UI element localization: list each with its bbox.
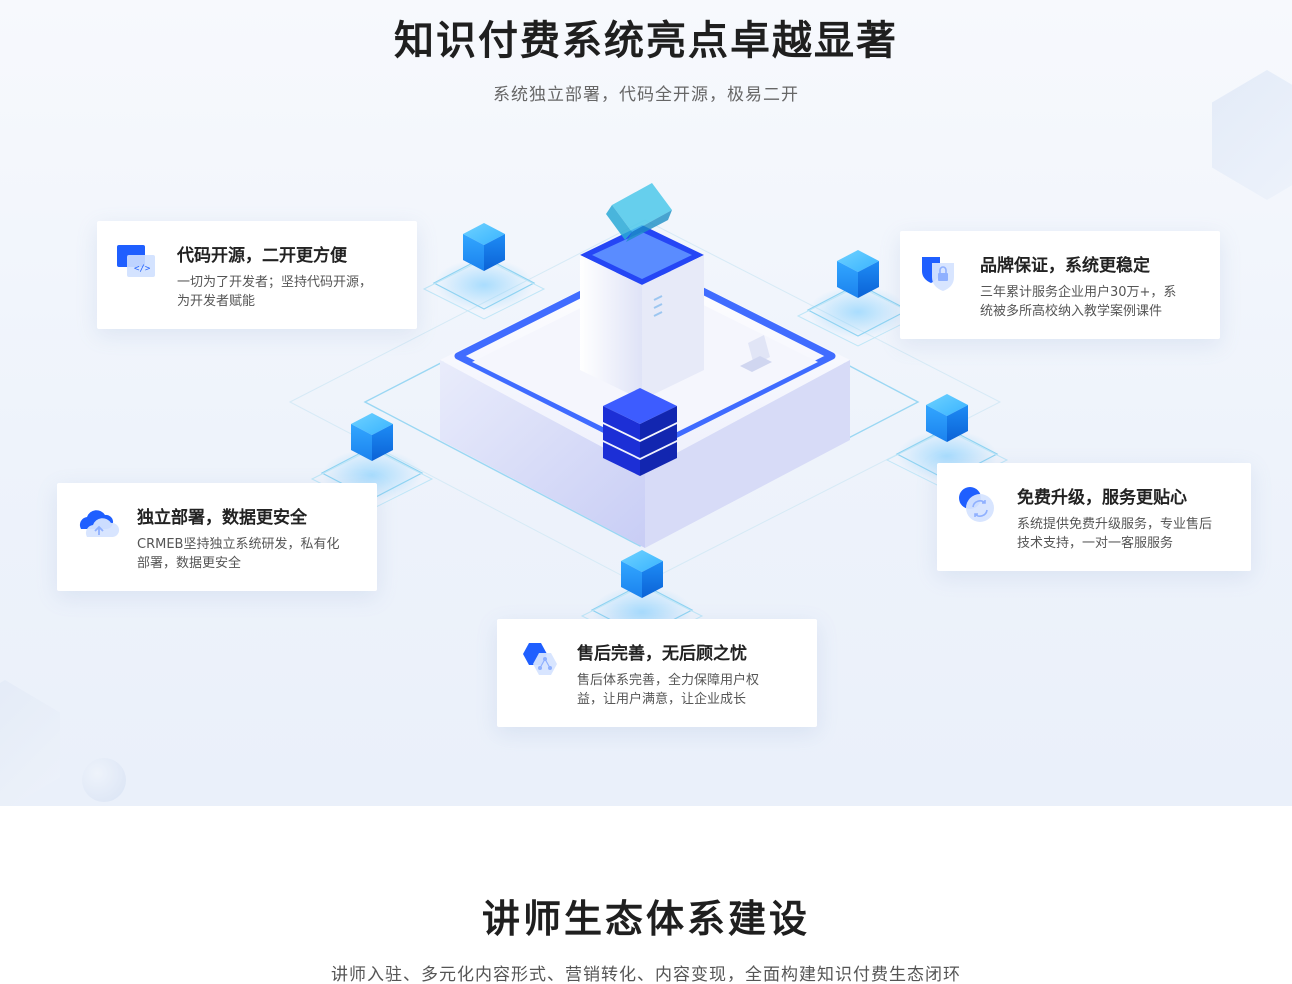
feature-title: 免费升级，服务更贴心 (1017, 488, 1187, 508)
section-subtitle: 系统独立部署，代码全开源，极易二开 (493, 85, 799, 105)
feature-description: CRMEB坚持独立系统研发，私有化 部署，数据更安全 (137, 537, 340, 571)
svg-text:</>: </> (134, 264, 151, 274)
cloud-upload-icon (79, 510, 120, 537)
feature-description: 系统提供免费升级服务，专业售后 技术支持，一对一客服服务 (1017, 517, 1213, 551)
section-subtitle: 讲师入驻、多元化内容形式、营销转化、内容变现，全面构建知识付费生态闭环 (331, 965, 961, 984)
refresh-circle-icon (959, 487, 994, 522)
feature-title: 独立部署，数据更安全 (137, 508, 307, 528)
feature-description: 一切为了开发者；坚持代码开源， 为开发者赋能 (177, 275, 373, 309)
feature-description: 售后体系完善，全力保障用户权 益，让用户满意，让企业成长 (577, 673, 760, 707)
code-window-icon: </> (117, 245, 155, 277)
section-title: 讲师生态体系建设 (481, 897, 810, 941)
server-platform-illustration (288, 183, 1008, 647)
section-title: 知识付费系统亮点卓越显著 (394, 18, 898, 64)
feature-title: 品牌保证，系统更稳定 (980, 256, 1150, 276)
shield-lock-icon (922, 257, 954, 291)
feature-title: 代码开源，二开更方便 (177, 246, 347, 266)
feature-description: 三年累计服务企业用户30万+，系 统被多所高校纳入教学案例课件 (980, 285, 1177, 319)
feature-card-opensource: </> 代码开源，二开更方便 一切为了开发者；坚持代码开源， 为开发者赋能 (97, 221, 417, 329)
feature-card-brand: 品牌保证，系统更稳定 三年累计服务企业用户30万+，系 统被多所高校纳入教学案例… (900, 231, 1220, 339)
feature-title: 售后完善，无后顾之忧 (577, 644, 747, 664)
decorative-sphere (82, 758, 126, 802)
hexagon-share-icon (523, 643, 557, 675)
feature-card-aftersale: 售后完善，无后顾之忧 售后体系完善，全力保障用户权 益，让用户满意，让企业成长 (497, 619, 817, 727)
feature-card-upgrade: 免费升级，服务更贴心 系统提供免费升级服务，专业售后 技术支持，一对一客服服务 (937, 463, 1251, 571)
highlights-section: 知识付费系统亮点卓越显著 系统独立部署，代码全开源，极易二开 (0, 0, 1292, 806)
feature-card-deploy: 独立部署，数据更安全 CRMEB坚持独立系统研发，私有化 部署，数据更安全 (57, 483, 377, 591)
